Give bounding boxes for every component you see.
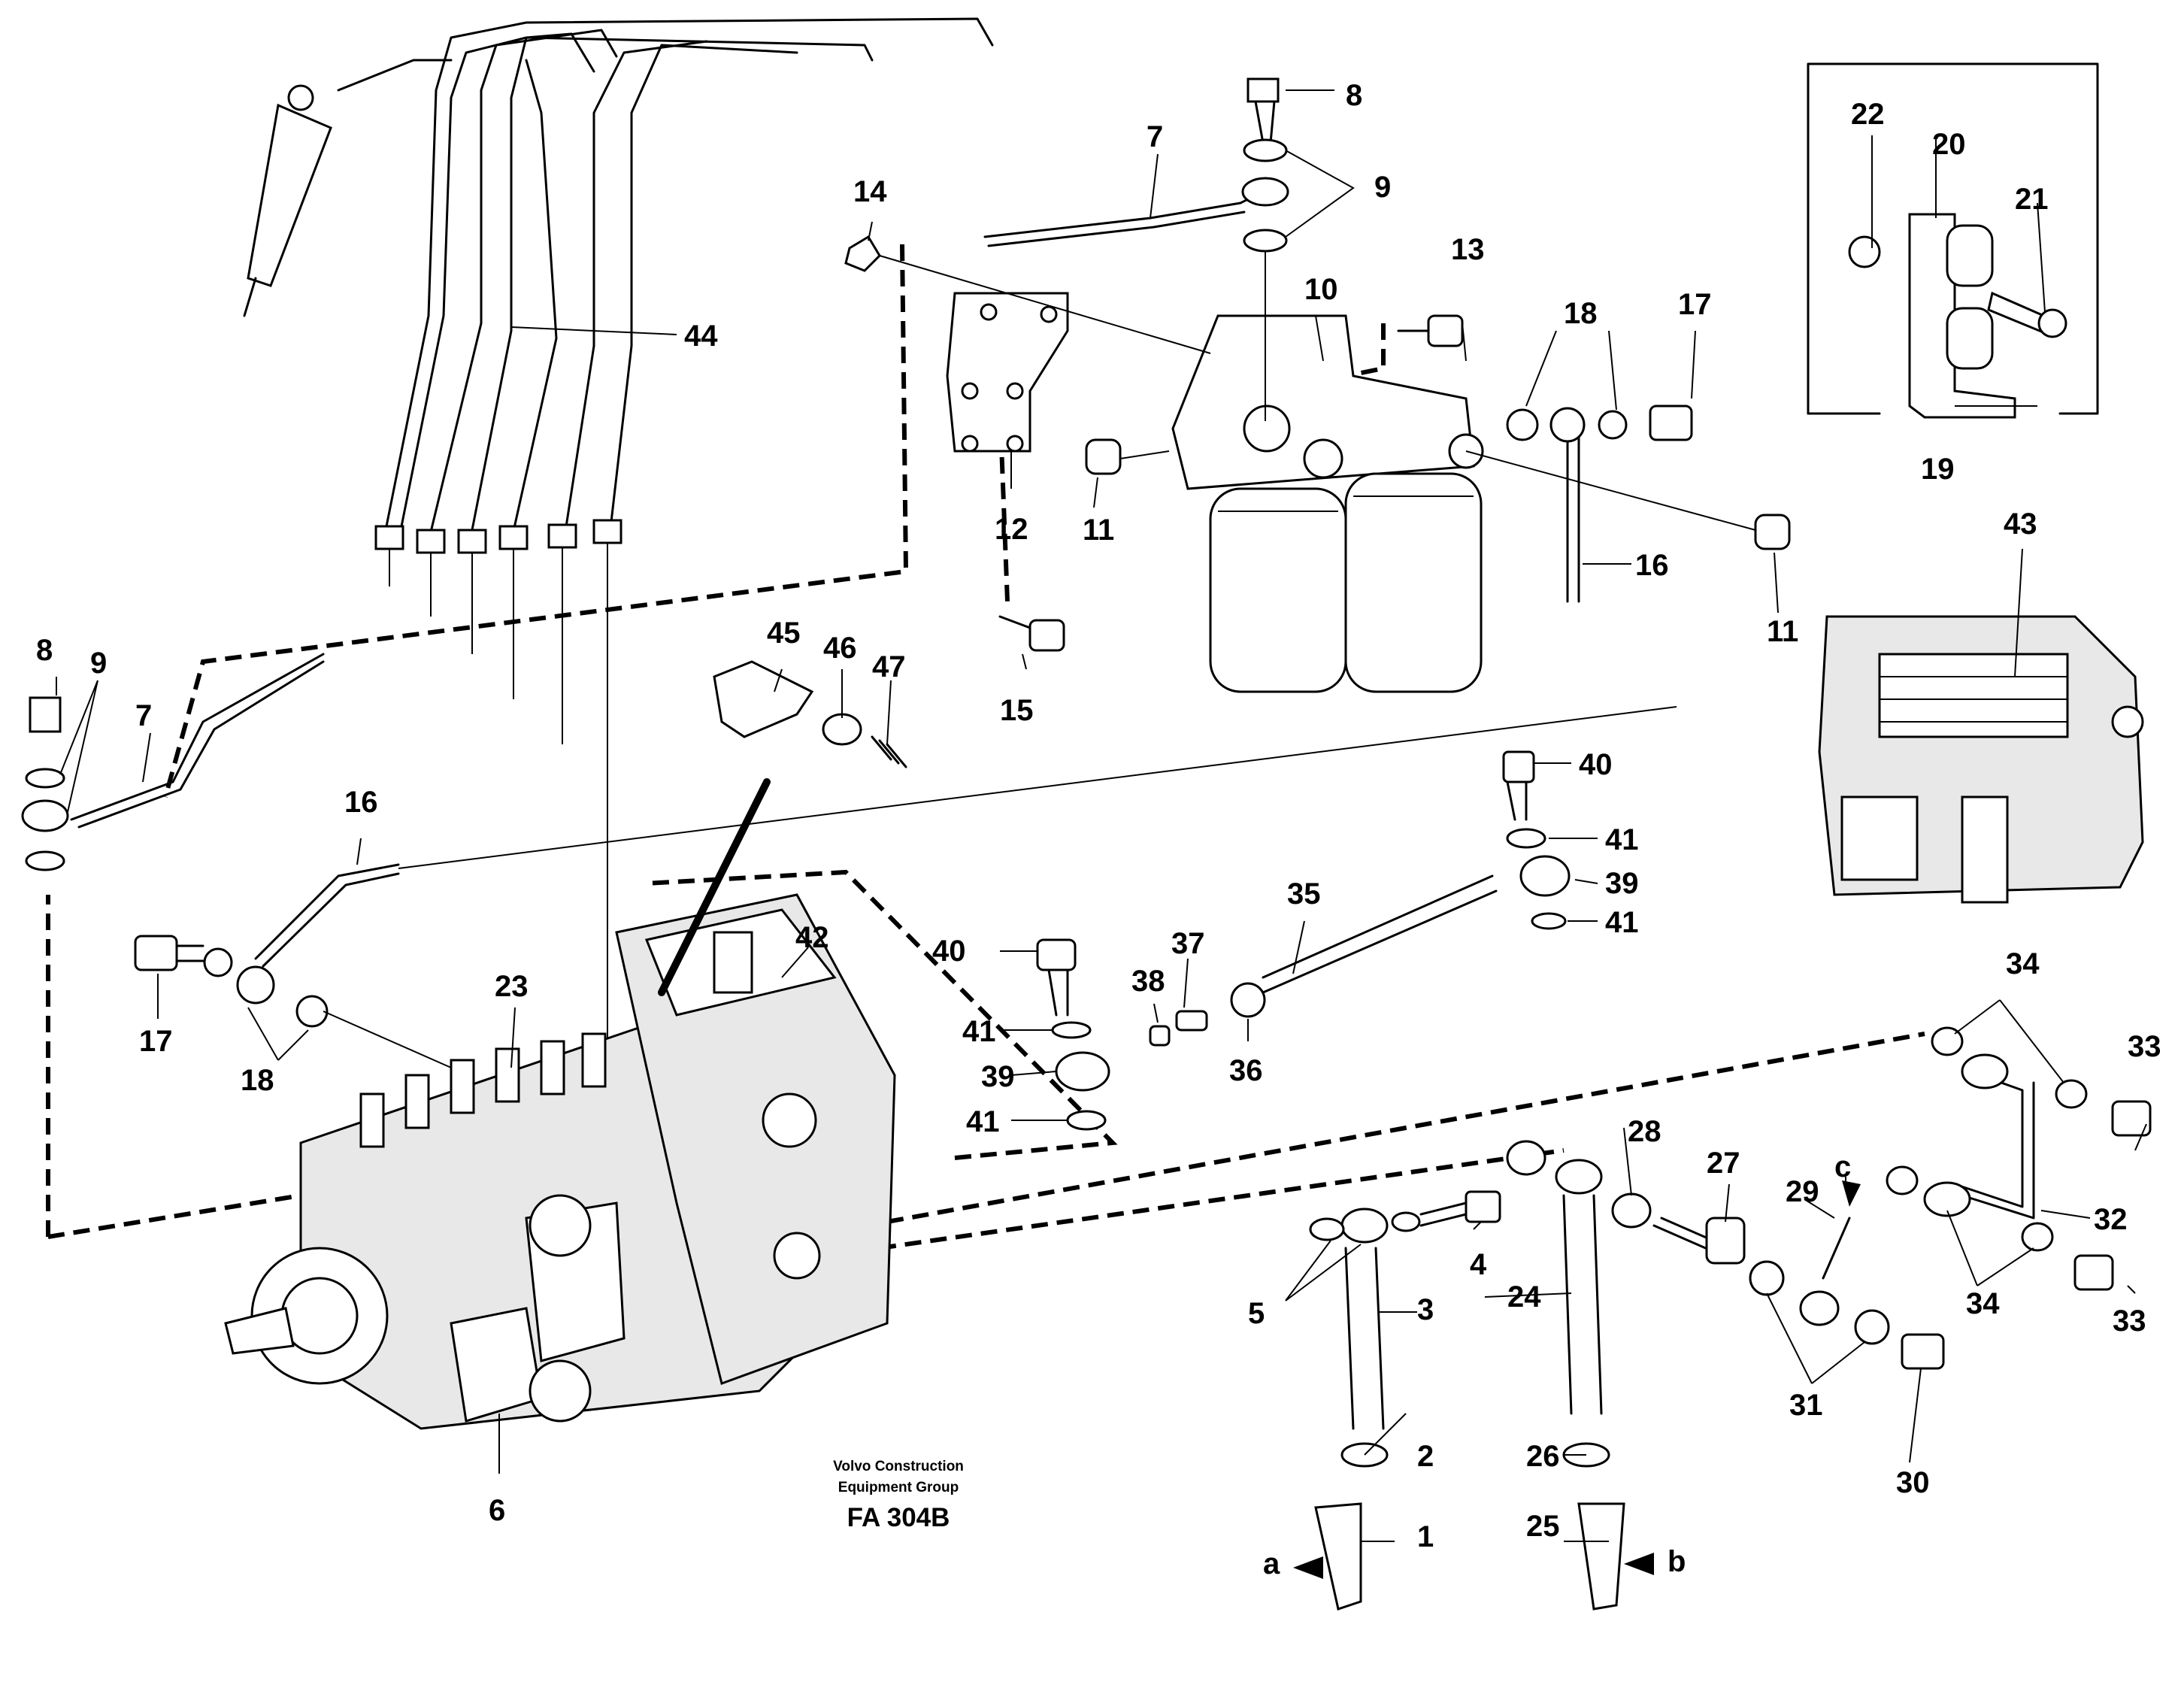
- callout-26: 26: [1526, 1440, 1560, 1473]
- callout-17-right: 17: [1678, 288, 1712, 321]
- callout-30: 30: [1896, 1466, 1930, 1499]
- callout-44: 44: [684, 320, 718, 353]
- callout-20: 20: [1932, 128, 1966, 161]
- callout-35: 35: [1287, 877, 1321, 911]
- callout-17-left: 17: [139, 1025, 173, 1058]
- callout-2: 2: [1417, 1440, 1434, 1473]
- figure-code: FA 304B: [847, 1503, 950, 1532]
- callout-9-left: 9: [90, 647, 107, 680]
- callout-37: 37: [1171, 927, 1205, 960]
- callout-c: c: [1834, 1150, 1851, 1183]
- callout-12: 12: [995, 513, 1028, 546]
- filter-bracket: [946, 292, 1069, 453]
- callout-4: 4: [1470, 1248, 1487, 1281]
- callout-27: 27: [1707, 1147, 1740, 1180]
- callout-45: 45: [767, 617, 801, 650]
- callout-leader-lines: [56, 89, 2147, 1579]
- callout-10: 10: [1304, 273, 1338, 306]
- callout-22: 22: [1851, 98, 1885, 131]
- caption-maker-line1: Volvo Construction: [833, 1459, 964, 1474]
- fuel-filter-assembly: [1171, 314, 1484, 693]
- callout-6: 6: [489, 1494, 505, 1527]
- caption-maker-line2: Equipment Group: [838, 1480, 959, 1495]
- callout-38: 38: [1131, 965, 1165, 998]
- callout-34-bottom: 34: [1966, 1287, 2000, 1320]
- callout-7-top: 7: [1147, 120, 1163, 153]
- callout-15: 15: [1000, 694, 1034, 727]
- callout-19: 19: [1921, 453, 1955, 486]
- engine-overview: [1818, 615, 2144, 904]
- callout-36: 36: [1229, 1054, 1263, 1087]
- callout-21: 21: [2015, 183, 2049, 216]
- callout-14: 14: [853, 175, 887, 208]
- callout-31: 31: [1789, 1389, 1823, 1422]
- callout-43: 43: [2004, 508, 2037, 541]
- callout-42: 42: [795, 921, 829, 954]
- callout-41-l1: 41: [962, 1015, 996, 1048]
- callout-40-left: 40: [932, 935, 966, 968]
- injector-nozzle: [243, 84, 332, 317]
- callout-7-left: 7: [135, 699, 152, 732]
- callout-16-right: 16: [1635, 549, 1669, 582]
- callout-11-right: 11: [1767, 615, 1798, 648]
- injection-pump: [224, 893, 896, 1430]
- callout-3: 3: [1417, 1293, 1434, 1326]
- figure-caption: Volvo Construction Equipment Group FA 30…: [833, 1459, 964, 1532]
- callout-41-r2: 41: [1605, 906, 1639, 939]
- callout-b: b: [1668, 1545, 1686, 1578]
- callout-29: 29: [1786, 1175, 1819, 1208]
- callout-9-top: 9: [1374, 171, 1391, 204]
- callout-labels: 1 2 3 4 5 6 7 7 8 8 9 9 10 11 11 12 13 1…: [36, 79, 2161, 1580]
- callout-8-left: 8: [36, 634, 53, 667]
- callout-32: 32: [2094, 1203, 2128, 1236]
- callout-34-top: 34: [2006, 947, 2040, 980]
- callout-16-left: 16: [344, 786, 378, 819]
- callout-33-bottom: 33: [2113, 1304, 2146, 1338]
- callout-1: 1: [1417, 1520, 1434, 1553]
- callout-47: 47: [872, 650, 906, 683]
- callout-46: 46: [823, 632, 857, 665]
- callout-24: 24: [1507, 1280, 1541, 1314]
- callout-28: 28: [1628, 1115, 1661, 1148]
- dashed-fuel-routing: [46, 244, 1925, 1250]
- callout-33-top: 33: [2128, 1030, 2161, 1063]
- callout-40-right: 40: [1579, 748, 1613, 781]
- callout-a: a: [1263, 1547, 1280, 1580]
- callout-5: 5: [1248, 1297, 1265, 1330]
- callout-39-left: 39: [981, 1060, 1015, 1093]
- callout-13: 13: [1451, 233, 1485, 266]
- callout-8-top: 8: [1346, 79, 1362, 112]
- mounting-inset: [1807, 62, 2099, 419]
- callout-25: 25: [1526, 1510, 1560, 1543]
- callout-41-l2: 41: [966, 1105, 1000, 1138]
- callout-18-left: 18: [241, 1064, 274, 1097]
- callout-11-left: 11: [1083, 514, 1114, 547]
- callout-18-right: 18: [1564, 297, 1598, 330]
- callout-23: 23: [495, 970, 529, 1003]
- injection-pipes: [337, 17, 994, 1038]
- callout-39-right: 39: [1605, 867, 1639, 900]
- callout-41-r1: 41: [1605, 823, 1639, 856]
